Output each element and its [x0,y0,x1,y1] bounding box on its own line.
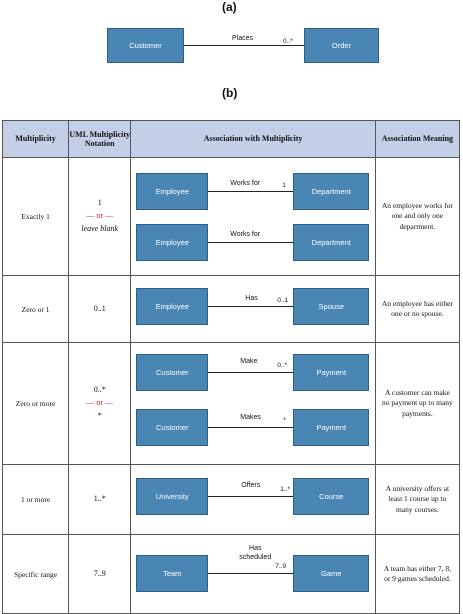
multiplicity-label: 0..1 [277,297,289,304]
meaning-cell: A team has either 7, 8, or 9 games sched… [374,534,461,614]
class-box-left: Employee [136,288,209,325]
multiplicity-label: 7..9 [275,563,287,570]
notation-value: * [97,410,102,420]
association-line [208,372,294,373]
table-header-row: Multiplicity UML Multiplicity Notation A… [1,120,461,158]
class-box-right: Game [293,555,370,592]
meaning-cell: An employee has either one or no spouse. [374,275,461,343]
multiplicity-cell: Zero or more [1,342,70,465]
class-box-right: Course [293,478,370,515]
association-line [208,427,294,428]
header-meaning: Association Meaning [374,120,461,158]
class-box-right: Payment [293,409,370,446]
multiplicity-label: * [283,417,286,424]
multiplicity-cell: Zero or 1 [1,275,70,343]
multiplicity-label: 0..* [283,38,293,45]
panel-b-label: (b) [222,86,238,100]
or-separator: — or — [86,398,114,408]
diagram-cell: University Offers 1..* Course [130,464,376,535]
class-box-right: Payment [293,354,370,391]
panel-a-label: (a) [222,0,237,14]
association-label: Has scheduled [239,545,272,561]
association-line [184,45,304,46]
header-multiplicity: Multiplicity [1,120,70,158]
table-row: Zero or more 0..* — or — * Customer Make… [1,342,461,465]
class-box-left: Customer [136,354,209,391]
notation-value: 1..* [93,494,106,504]
notation-value: 1 [97,198,102,208]
multiplicity-cell: Exactly 1 [1,157,70,276]
multiplicity-cell: 1 or more [1,464,70,535]
association-label: Makes [240,414,261,421]
class-box-left: University [136,478,209,515]
association-line [208,306,294,307]
class-order: Order [304,28,379,63]
notation-cell: 1..* [68,464,132,535]
table-row: 1 or more 1..* University Offers 1..* Co… [1,464,461,535]
association-label: Works for [230,180,261,187]
notation-cell: 0..1 [68,275,132,343]
class-box-right: Department [293,224,370,261]
association-label: Has [245,295,258,302]
table-row: Specific range 7..9 Team Has scheduled 7… [1,534,461,614]
notation-cell: 7..9 [68,534,132,614]
class-box-left: Employee [136,224,209,261]
diagram-cell: Employee Works for 1 Department Employee… [130,157,376,276]
class-box-right: Spouse [293,288,370,325]
association-line [208,496,294,497]
table-row: Exactly 1 1 — or — leave blank Employee … [1,157,461,276]
association-line [208,242,294,243]
diagram-cell: Team Has scheduled 7..9 Game [130,534,376,614]
meaning-cell: A customer can make no payment up to man… [374,342,461,465]
association-line [208,573,294,574]
table-row: Zero or 1 0..1 Employee Has 0..1 Spouse … [1,275,461,343]
notation-cell: 0..* — or — * [68,342,132,465]
meaning-cell: A university offers at least 1 course up… [374,464,461,535]
association-label: Places [232,35,254,42]
class-box-left: Customer [136,409,209,446]
diagram-cell: Employee Has 0..1 Spouse [130,275,376,343]
multiplicity-cell: Specific range [1,534,70,614]
notation-cell: 1 — or — leave blank [68,157,132,276]
association-line [208,191,294,192]
notation-value: 7..9 [93,568,106,578]
meaning-cell: An employee works for one and only one d… [374,157,461,276]
notation-value: 0..* [93,385,106,395]
multiplicity-label: 0..* [277,362,288,369]
header-notation: UML Multiplicity Notation [68,120,132,158]
notation-value: leave blank [81,223,119,233]
header-association: Association with Multiplicity [130,120,376,158]
class-box-left: Team [136,555,209,592]
diagram-cell: Customer Make 0..* Payment Customer Make… [130,342,376,465]
notation-value: 0..1 [93,303,106,313]
class-box-left: Employee [136,173,209,210]
multiplicity-label: 1 [282,182,286,189]
or-separator: — or — [86,211,114,221]
class-box-right: Department [293,173,370,210]
association-label: Works for [230,231,261,238]
association-label: Make [240,358,258,365]
association-label: Offers [241,482,261,489]
class-customer: Customer [107,28,184,63]
multiplicity-table: Multiplicity UML Multiplicity Notation A… [1,120,461,614]
multiplicity-label: 1..* [280,486,291,493]
